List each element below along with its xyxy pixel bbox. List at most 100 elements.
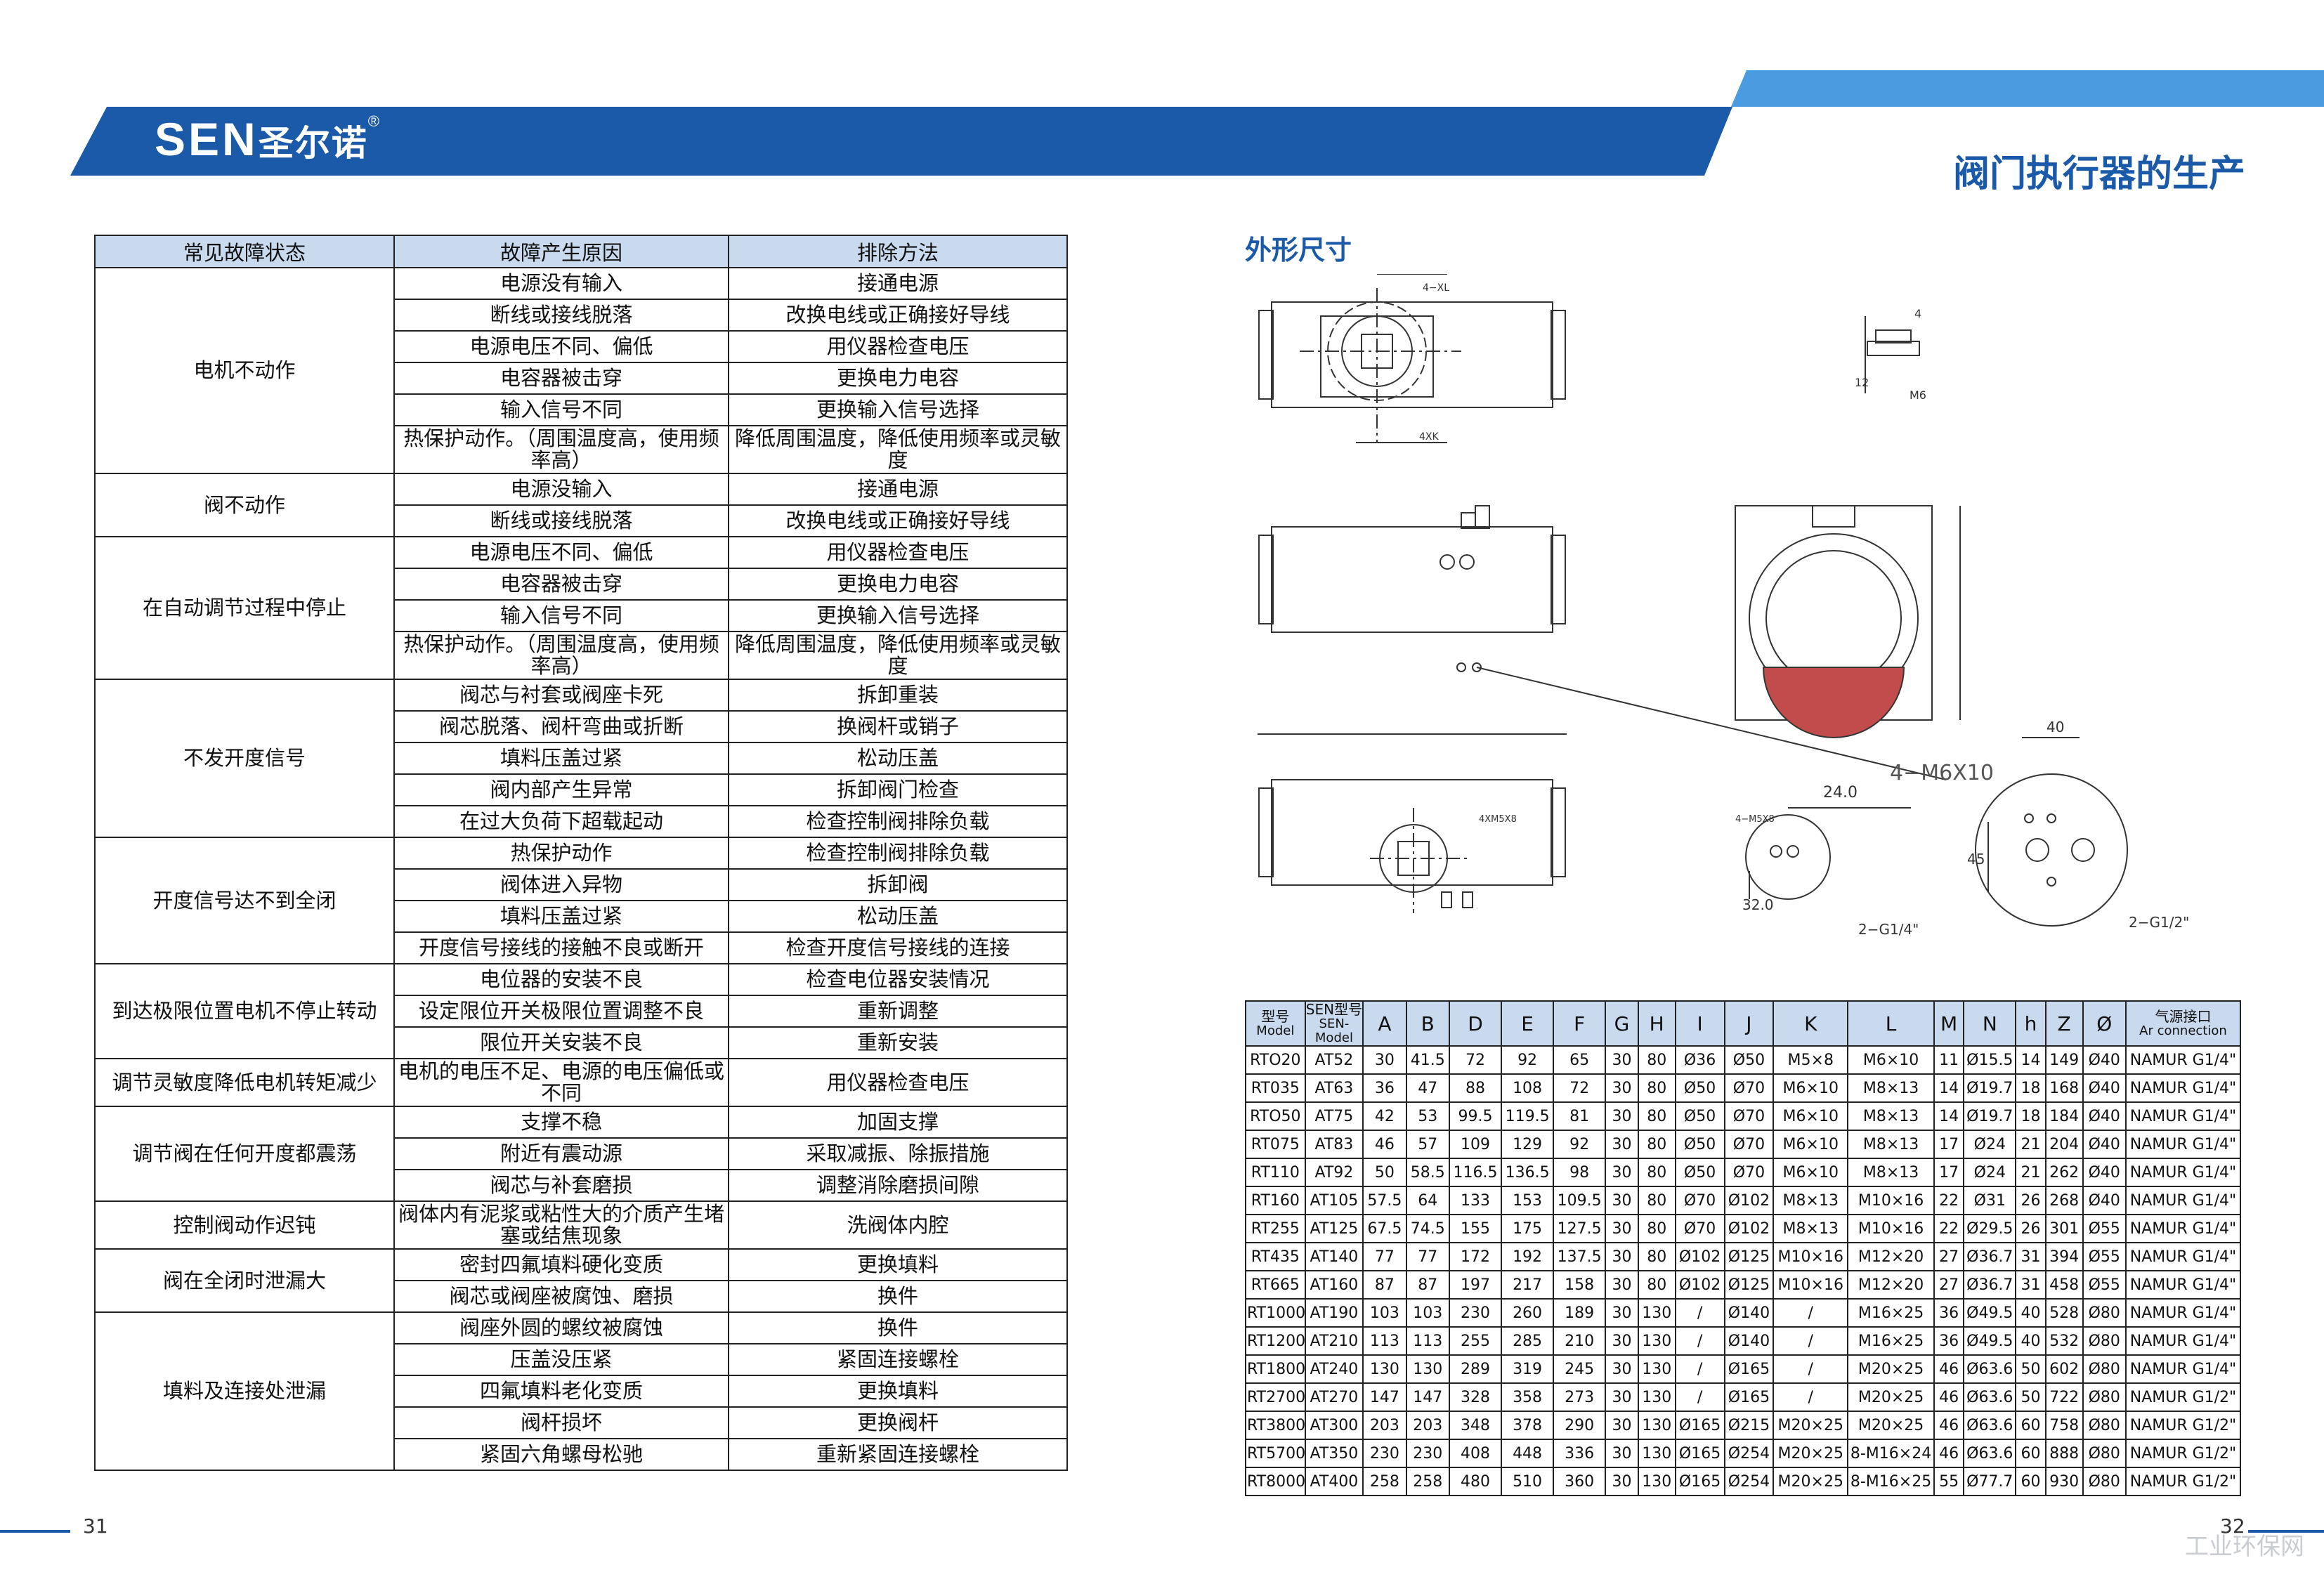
logo-chinese-name: 圣尔诺 xyxy=(258,124,368,163)
spec-cell: Ø50 xyxy=(1674,1158,1725,1187)
spec-cell: 40 xyxy=(2015,1326,2046,1356)
spec-cell: Ø70 xyxy=(1723,1130,1775,1159)
column-header: E xyxy=(1501,1000,1555,1047)
spec-cell: Ø140 xyxy=(1723,1326,1775,1356)
spec-cell: Ø215 xyxy=(1723,1411,1775,1440)
spec-cell: 80 xyxy=(1637,1242,1676,1271)
column-header: D xyxy=(1448,1000,1503,1047)
spec-cell: 58.5 xyxy=(1405,1158,1450,1187)
spec-cell: RT1200 xyxy=(1245,1326,1306,1356)
spec-cell: 129 xyxy=(1501,1130,1555,1159)
spec-cell: 74.5 xyxy=(1405,1214,1450,1243)
spec-cell: 27 xyxy=(1933,1270,1965,1300)
footer-line-left xyxy=(0,1530,70,1533)
fault-remedy-cell: 采取减振、除振措施 xyxy=(728,1137,1068,1170)
spec-cell: Ø55 xyxy=(2082,1242,2127,1271)
column-header: 故障产生原因 xyxy=(393,235,729,268)
section-title-dimensions: 外形尺寸 xyxy=(1245,235,1352,266)
table-row: 填料压盖过紧松动压盖 xyxy=(95,742,1068,775)
column-header-label: M xyxy=(1940,1012,1958,1035)
table-row: 在过大负荷下超载起动检查控制阀排除负载 xyxy=(95,805,1068,838)
table-row: 输入信号不同更换输入信号选择 xyxy=(95,599,1068,632)
fault-remedy-cell: 更换阀杆 xyxy=(728,1406,1068,1439)
fault-cause-cell: 在过大负荷下超载起动 xyxy=(393,805,729,838)
fault-remedy-cell: 降低周围温度，降低使用频率或灵敏度 xyxy=(728,425,1068,474)
spec-cell: 60 xyxy=(2015,1439,2046,1468)
spec-cell: 40 xyxy=(2015,1298,2046,1328)
spec-cell: / xyxy=(1773,1326,1849,1356)
spec-cell: 30 xyxy=(1605,1411,1639,1440)
spec-cell: 458 xyxy=(2044,1270,2084,1300)
spec-cell: Ø80 xyxy=(2082,1354,2127,1384)
fault-troubleshooting-table: 常见故障状态 故障产生原因 排除方法 电机不动作电源没有输入接通电源断线或接线脱… xyxy=(94,235,1068,1471)
spec-cell: 18 xyxy=(2015,1073,2046,1103)
column-header-label: D xyxy=(1468,1012,1483,1035)
spec-cell: AT270 xyxy=(1304,1382,1364,1412)
spec-cell: 289 xyxy=(1448,1354,1503,1384)
fault-cause-cell: 电源电压不同、偏低 xyxy=(393,536,729,569)
shaft-detail-drawing xyxy=(1865,316,1920,393)
spec-cell: M6×10 xyxy=(1847,1045,1935,1075)
fault-cause-cell: 电源没有输入 xyxy=(393,267,729,300)
spec-cell: 30 xyxy=(1605,1130,1639,1159)
column-header-label: H xyxy=(1649,1012,1664,1035)
spec-cell: 258 xyxy=(1405,1467,1450,1496)
spec-cell: 192 xyxy=(1501,1242,1555,1271)
table-row: 阀芯与补套磨损调整消除磨损间隙 xyxy=(95,1169,1068,1202)
spec-cell: Ø63.6 xyxy=(1963,1382,2017,1412)
spec-cell: M10×16 xyxy=(1773,1242,1849,1271)
fault-cause-cell: 阀内部产生异常 xyxy=(393,773,729,806)
fault-status-cell: 控制阀动作迟钝 xyxy=(94,1200,395,1250)
spec-cell: 67.5 xyxy=(1362,1214,1407,1243)
fault-remedy-cell: 更换填料 xyxy=(728,1375,1068,1408)
spec-cell: Ø31 xyxy=(1963,1186,2017,1215)
spec-cell: AT160 xyxy=(1304,1270,1364,1300)
spec-cell: Ø24 xyxy=(1963,1130,2017,1159)
spec-cell: 30 xyxy=(1605,1354,1639,1384)
spec-cell: 30 xyxy=(1605,1242,1639,1271)
spec-cell: Ø29.5 xyxy=(1963,1214,2017,1243)
spec-cell: 46 xyxy=(1933,1382,1965,1412)
spec-cell: 14 xyxy=(2015,1045,2046,1075)
spec-cell: 103 xyxy=(1405,1298,1450,1328)
spec-cell: M20×25 xyxy=(1773,1411,1849,1440)
spec-cell: 328 xyxy=(1448,1382,1503,1412)
spec-cell: Ø80 xyxy=(2082,1326,2127,1356)
column-header: A xyxy=(1362,1000,1407,1047)
spec-cell: 30 xyxy=(1605,1382,1639,1412)
spec-cell: Ø36.7 xyxy=(1963,1270,2017,1300)
spec-cell: RTO20 xyxy=(1245,1045,1306,1075)
logo-text: SEN xyxy=(155,113,259,165)
spec-cell: AT83 xyxy=(1304,1130,1364,1159)
spec-cell: M8×13 xyxy=(1847,1158,1935,1187)
spec-cell: 80 xyxy=(1637,1270,1676,1300)
column-header: Z xyxy=(2044,1000,2084,1047)
spec-cell: Ø165 xyxy=(1723,1354,1775,1384)
spec-cell: Ø40 xyxy=(2082,1045,2127,1075)
table-row: 电机不动作电源没有输入接通电源 xyxy=(94,267,1068,474)
spec-cell: 30 xyxy=(1605,1439,1639,1468)
fault-remedy-cell: 换阀杆或销子 xyxy=(728,710,1068,743)
spec-cell: Ø50 xyxy=(1674,1130,1725,1159)
table-row: 设定限位开关极限位置调整不良重新调整 xyxy=(95,995,1068,1028)
spec-cell: Ø24 xyxy=(1963,1158,2017,1187)
spec-cell: / xyxy=(1674,1298,1725,1328)
spec-cell: M20×25 xyxy=(1847,1354,1935,1384)
spec-cell: NAMUR G1/4" xyxy=(2124,1101,2242,1131)
spec-cell: AT300 xyxy=(1304,1411,1364,1440)
spec-cell: 168 xyxy=(2044,1073,2084,1103)
spec-cell: 360 xyxy=(1553,1467,1607,1496)
spec-cell: 273 xyxy=(1553,1382,1607,1412)
spec-cell: 930 xyxy=(2044,1467,2084,1496)
spec-cell: 108 xyxy=(1501,1073,1555,1103)
spec-cell: AT190 xyxy=(1304,1298,1364,1328)
spec-cell: NAMUR G1/2" xyxy=(2124,1382,2242,1412)
spec-cell: / xyxy=(1773,1382,1849,1412)
